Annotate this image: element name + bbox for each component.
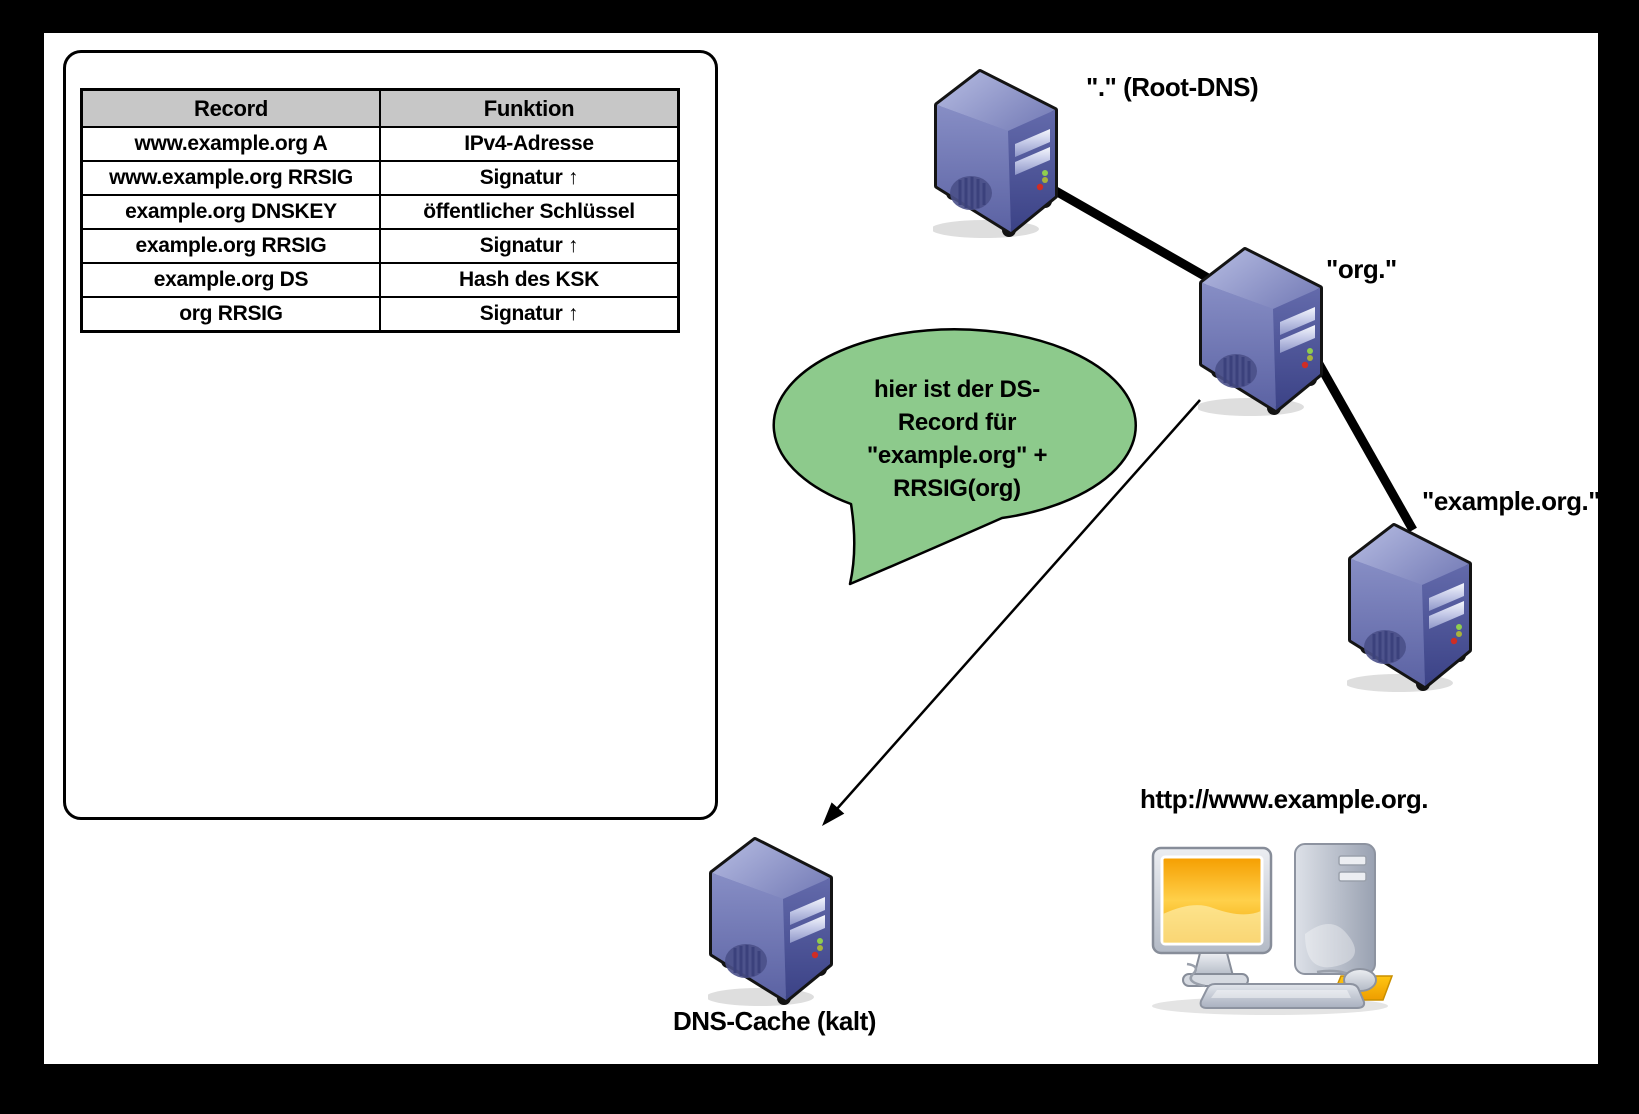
- org-label: "org.": [1326, 254, 1397, 284]
- dns-cache-label: DNS-Cache (kalt): [673, 1006, 876, 1036]
- org-server-node: [1198, 245, 1324, 417]
- funktion-cell: Signatur ↑: [379, 296, 680, 333]
- keyboard: [1199, 983, 1366, 1009]
- cable: [1186, 962, 1206, 988]
- record-cell: www.example.org A: [80, 126, 381, 162]
- desktop-computer-icon: [1151, 843, 1394, 1015]
- speech-bubble: [772, 328, 1137, 586]
- funktion-cell: öffentlicher Schlüssel: [379, 194, 680, 230]
- record-cell: example.org DS: [80, 262, 381, 298]
- table-row: example.org DS Hash des KSK: [80, 262, 680, 298]
- funktion-cell: Signatur ↑: [379, 160, 680, 196]
- server-icon: [708, 835, 834, 1007]
- client-computer-node: [1145, 836, 1395, 1021]
- server-icon: [1198, 245, 1324, 417]
- dns-cache-server-node: [708, 835, 834, 1007]
- table-row: example.org RRSIG Signatur ↑: [80, 228, 680, 264]
- table-row: org RRSIG Signatur ↑: [80, 296, 680, 333]
- table-row: www.example.org RRSIG Signatur ↑: [80, 160, 680, 196]
- server-icon: [1347, 521, 1473, 693]
- table-header-row: Record Funktion: [80, 88, 680, 128]
- funktion-cell: Hash des KSK: [379, 262, 680, 298]
- column-header-funktion: Funktion: [379, 88, 680, 128]
- root-dns-server-node: [933, 67, 1059, 239]
- column-header-record: Record: [80, 88, 381, 128]
- server-icon: [933, 67, 1059, 239]
- query-arrow-line: [835, 399, 1201, 811]
- tower: [1294, 843, 1376, 975]
- example-org-server-node: [1347, 521, 1473, 693]
- record-cell: example.org DNSKEY: [80, 194, 381, 230]
- connection-org-example: [1306, 345, 1417, 533]
- speech-bubble-text: hier ist der DS- Record für "example.org…: [787, 373, 1127, 505]
- bubble-line: hier ist der DS-: [874, 376, 1040, 403]
- monitor: [1151, 846, 1273, 987]
- bubble-line: RRSIG(org): [893, 475, 1021, 502]
- record-cell: www.example.org RRSIG: [80, 160, 381, 196]
- query-arrow-head: [822, 802, 845, 826]
- table-row: example.org DNSKEY öffentlicher Schlüsse…: [80, 194, 680, 230]
- bubble-line: "example.org" +: [866, 442, 1048, 469]
- records-table: Record Funktion www.example.org A IPv4-A…: [80, 88, 680, 333]
- funktion-cell: Signatur ↑: [379, 228, 680, 264]
- table-row: www.example.org A IPv4-Adresse: [80, 126, 680, 162]
- connection-root-org: [1037, 178, 1218, 286]
- funktion-cell: IPv4-Adresse: [379, 126, 680, 162]
- example-org-label: "example.org.": [1422, 486, 1601, 516]
- bubble-line: Record für: [897, 409, 1017, 436]
- client-url-label: http://www.example.org.: [1140, 784, 1429, 814]
- record-cell: org RRSIG: [80, 296, 381, 333]
- record-cell: example.org RRSIG: [80, 228, 381, 264]
- root-dns-label: "." (Root-DNS): [1086, 72, 1259, 102]
